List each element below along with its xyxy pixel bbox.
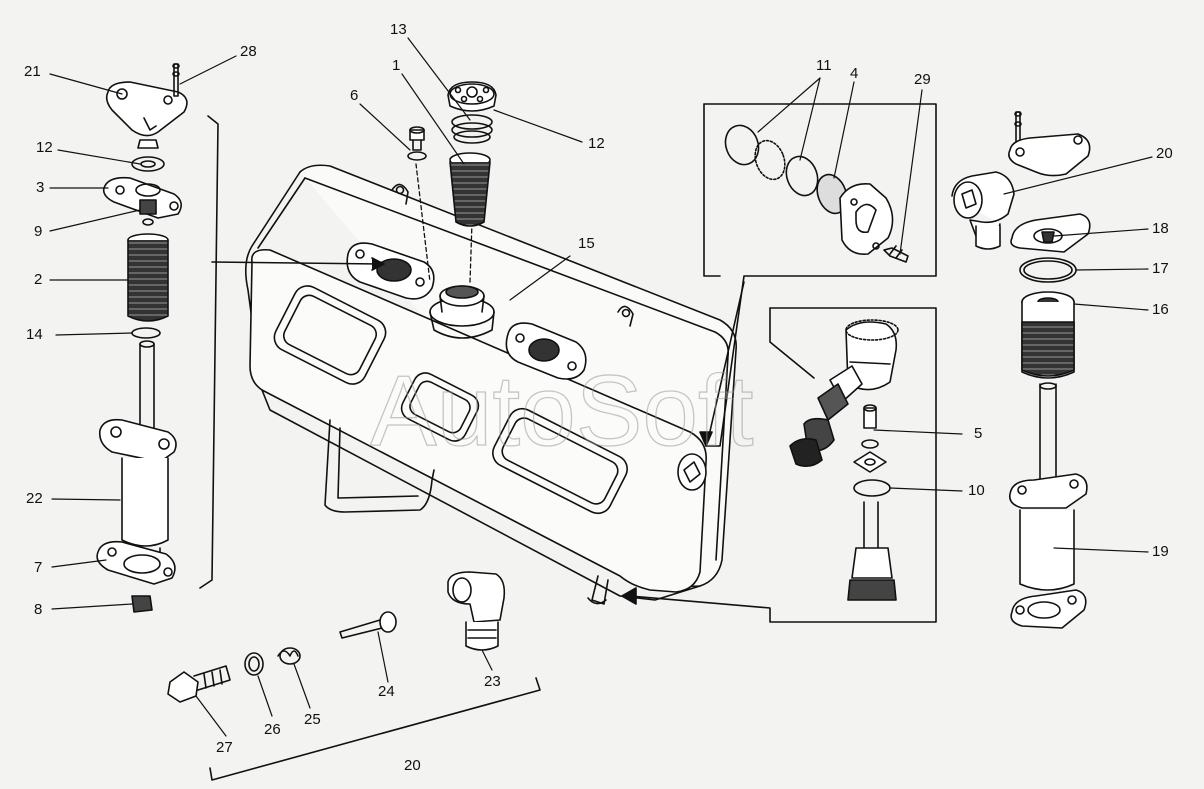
alignment-lines: [415, 163, 473, 283]
callout-26: 26: [264, 721, 281, 738]
callout-20: 20: [404, 757, 421, 774]
callout-4: 4: [850, 65, 859, 82]
callout-12: 12: [36, 139, 53, 156]
callout-6: 6: [350, 87, 359, 104]
callout-16: 16: [1152, 301, 1169, 318]
callout-14: 14: [26, 326, 43, 343]
callout-13: 13: [390, 21, 407, 38]
leader-lines: [49, 37, 1153, 737]
left-filter-assembly: [96, 63, 188, 613]
callout-28: 28: [240, 43, 257, 60]
callout-18: 18: [1152, 220, 1169, 237]
callout-22: 22: [26, 490, 43, 507]
callout-1: 1: [392, 57, 401, 74]
right-filter-assembly: [951, 111, 1091, 629]
callout-12: 12: [588, 135, 605, 152]
sender-detail-box: [703, 103, 937, 447]
callout-24: 24: [378, 683, 395, 700]
watermark: AutoSoft: [370, 355, 754, 467]
callout-21: 21: [24, 63, 41, 80]
callout-5: 5: [974, 425, 983, 442]
fuel-tank: [244, 164, 737, 605]
callout-10: 10: [968, 482, 985, 499]
callout-9: 9: [34, 223, 43, 240]
callout-17: 17: [1152, 260, 1169, 277]
callout-3: 3: [36, 179, 45, 196]
callout-25: 25: [304, 711, 321, 728]
left-bracket-line: [199, 115, 219, 589]
callout-29: 29: [914, 71, 931, 88]
callout-2: 2: [34, 271, 43, 288]
callout-11: 11: [816, 57, 832, 74]
callout-20: 20: [1156, 145, 1173, 162]
callout-23: 23: [484, 673, 501, 690]
callout-7: 7: [34, 559, 43, 576]
callout-15: 15: [578, 235, 595, 252]
callout-27: 27: [216, 739, 233, 756]
callout-8: 8: [34, 601, 43, 618]
callout-19: 19: [1152, 543, 1169, 560]
drain-detail-box: [621, 307, 937, 623]
filler-cap-assembly: [407, 81, 497, 227]
